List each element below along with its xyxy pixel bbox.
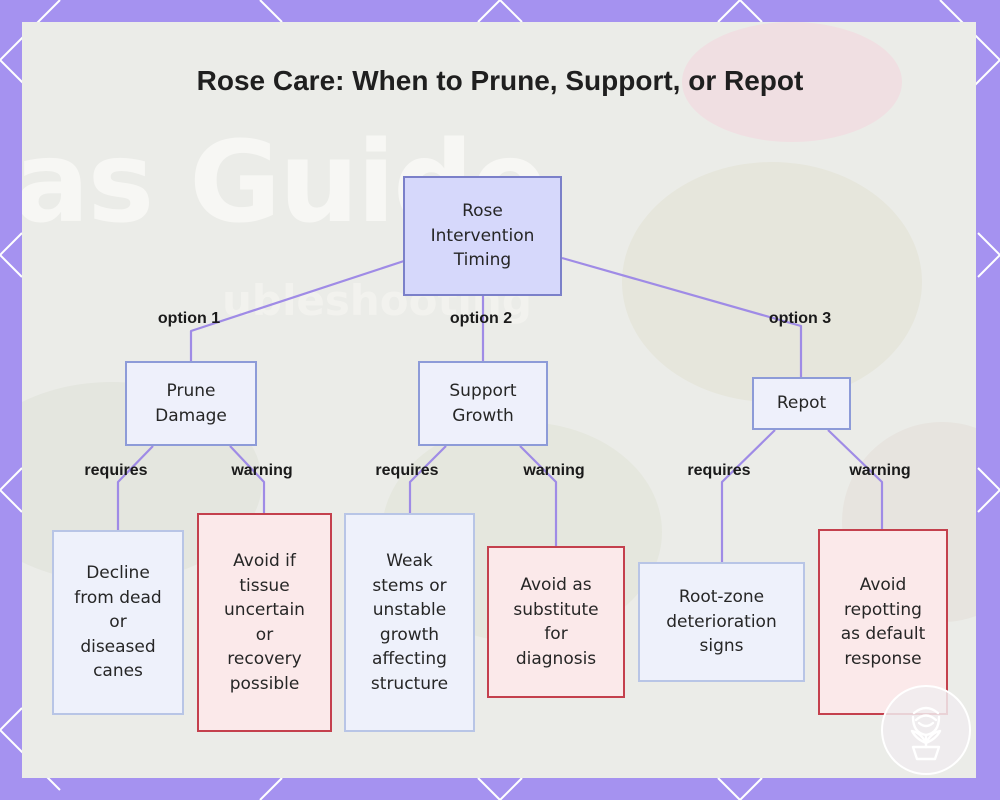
warning-node-support: Avoid as substitute for diagnosis (487, 546, 625, 698)
rose-icon (910, 706, 942, 761)
edge-label-warning-1: warning (231, 462, 293, 479)
option-node-support-growth: Support Growth (418, 361, 548, 446)
warning-node-label: Avoid if tissue uncertain or recovery po… (224, 551, 305, 694)
requires-node-label: Decline from dead or diseased canes (74, 563, 162, 682)
requires-node-support: Weak stems or unstable growth affecting … (344, 513, 475, 732)
edge-label-requires-2: requires (375, 462, 439, 479)
edge-root-option-3 (561, 256, 803, 378)
edge-label-option-2: option 2 (449, 310, 513, 327)
warning-node-label: Avoid as substitute for diagnosis (513, 575, 599, 669)
option-node-label: Repot (776, 393, 827, 414)
rose-badge (881, 685, 971, 775)
edge-option-2-requires (408, 445, 447, 514)
requires-node-label: Weak stems or unstable growth affecting … (370, 551, 449, 694)
warning-node-label: Avoid repotting as default response (840, 575, 926, 669)
edge-root-option-1 (189, 259, 405, 362)
option-node-prune-damage: Prune Damage (125, 361, 257, 446)
root-node-label: Rose Intervention Timing (430, 201, 535, 271)
edge-label-requires-3: requires (687, 462, 751, 479)
edge-label-warning-2: warning (523, 462, 585, 479)
option-node-label: Prune Damage (155, 381, 227, 426)
background-blur-shape (622, 162, 922, 402)
edge-label-warning-3: warning (849, 462, 911, 479)
option-node-label: Support Growth (449, 381, 517, 426)
edge-option-1-warning (229, 445, 266, 514)
edge-label-requires-1: requires (84, 462, 148, 479)
edge-label-option-1: option 1 (157, 310, 221, 327)
edge-option-2-warning (519, 445, 558, 547)
warning-node-prune: Avoid if tissue uncertain or recovery po… (197, 513, 332, 732)
edge-label-option-3: option 3 (768, 310, 832, 327)
requires-node-label: Root-zone deterioration signs (666, 587, 777, 657)
requires-node-repot: Root-zone deterioration signs (638, 562, 805, 682)
edge-option-3-requires (720, 429, 776, 563)
edge-option-3-warning (827, 429, 884, 530)
warning-node-repot: Avoid repotting as default response (818, 529, 948, 715)
option-node-repot: Repot (752, 377, 851, 430)
diagram-title: Rose Care: When to Prune, Support, or Re… (196, 65, 804, 96)
background-blur-shape (682, 22, 902, 142)
edge-option-1-requires (116, 445, 154, 530)
root-node: Rose Intervention Timing (403, 176, 562, 296)
requires-node-prune: Decline from dead or diseased canes (52, 530, 184, 715)
